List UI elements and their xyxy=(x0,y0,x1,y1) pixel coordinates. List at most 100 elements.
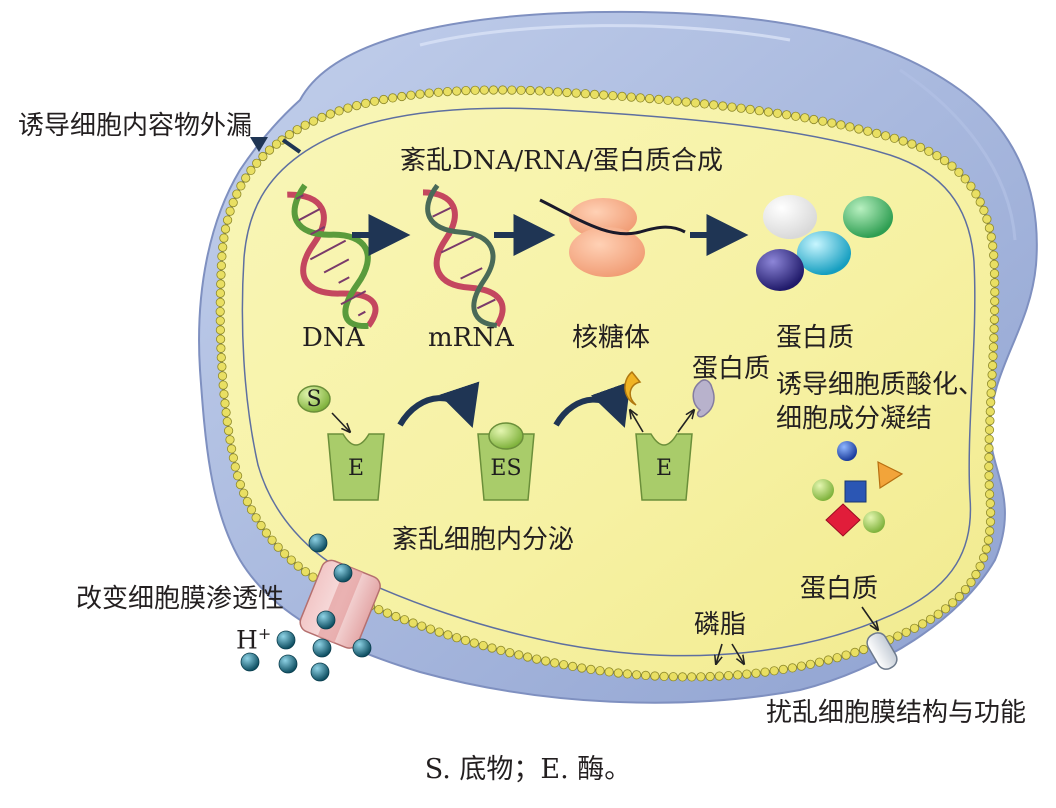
phospholipid-bead xyxy=(221,407,231,418)
phospholipid-bead xyxy=(586,664,596,675)
phospholipid-bead xyxy=(966,181,976,191)
phospholipid-bead xyxy=(800,113,810,123)
phospholipid-bead xyxy=(216,270,226,280)
phospholipid-bead xyxy=(986,232,996,242)
phospholipid-bead xyxy=(399,615,410,625)
enzyme-to-complex-arrow xyxy=(397,381,480,428)
phospholipid-bead xyxy=(216,334,226,344)
ribosome-label: 核糖体 xyxy=(572,323,651,353)
phospholipid-bead xyxy=(714,671,724,681)
phospholipid-bead xyxy=(230,462,240,472)
phospholipid-bead xyxy=(246,165,256,175)
phospholipid-bead xyxy=(487,643,497,653)
phospholipid-bead xyxy=(425,624,436,634)
phospholipid-bead xyxy=(814,657,825,667)
wall-highlight xyxy=(419,24,791,47)
figure-caption: S. 底物；E. 酶。 xyxy=(424,754,632,785)
phospholipid-bead xyxy=(989,324,999,334)
phospholipid-bead xyxy=(635,93,646,103)
phospholipid-bead xyxy=(836,120,846,130)
phospholipid-bead xyxy=(985,498,995,508)
phospholipid-bead xyxy=(932,151,942,161)
phospholipid-bead xyxy=(595,666,605,676)
phospholipid-bead xyxy=(217,362,227,372)
phospholipid-bead xyxy=(488,85,499,95)
phospholipid-bead xyxy=(523,652,533,662)
phospholipid-bead xyxy=(699,99,710,109)
phospholipid-bead xyxy=(988,241,998,251)
synthesis-label: 紊乱DNA/RNA/蛋白质合成 xyxy=(400,146,723,176)
proton-ion xyxy=(276,630,296,650)
phospholipid-bead xyxy=(966,577,976,587)
phospholipid-bead xyxy=(791,111,801,121)
proton-label-base: H xyxy=(236,625,258,655)
phospholipid-bead xyxy=(733,670,743,680)
phospholipid-bead xyxy=(608,91,618,101)
phospholipid-bead xyxy=(907,139,917,149)
phospholipid-bead xyxy=(577,663,587,673)
phospholipid-bead xyxy=(672,96,682,106)
phospholipid-bead xyxy=(219,389,229,399)
phospholipid-bead xyxy=(654,94,664,105)
dna-label: DNA xyxy=(302,323,365,353)
phospholipid-bead xyxy=(989,259,999,269)
phospholipid-bead xyxy=(854,124,864,134)
phospholipid-bead xyxy=(981,544,991,554)
released-enzyme-letter: E xyxy=(655,456,673,481)
phospholipid-bead xyxy=(264,145,275,155)
phospholipid-bead xyxy=(681,97,691,107)
phospholipid-bead xyxy=(544,86,554,96)
phospholipid-bead xyxy=(516,85,526,95)
phospholipid-bead xyxy=(470,85,480,95)
leak-label: 诱导细胞内容物外漏 xyxy=(18,111,253,141)
phospholipid-bead xyxy=(985,526,995,536)
phospholipid-bead xyxy=(975,197,985,207)
phospholipid-bead xyxy=(709,100,719,110)
phospholipid-bead xyxy=(863,126,873,136)
phospholipid-bead xyxy=(696,672,706,682)
phospholipid-bead xyxy=(984,489,995,499)
phospholipid-bead xyxy=(947,161,957,171)
phospholipid-bead xyxy=(239,488,249,498)
phospholipid-bead xyxy=(417,621,427,631)
phospholipid-bead xyxy=(325,109,335,119)
substrate-binding-arrow xyxy=(331,412,350,432)
phospholipid-bead xyxy=(479,85,489,95)
phospholipid-bead xyxy=(525,85,535,96)
mrna-label: mRNA xyxy=(428,323,514,353)
phospholipid-bead xyxy=(252,158,262,168)
phospholipid-bead xyxy=(514,650,524,660)
proton-ion xyxy=(278,654,298,674)
phospholipid-bead xyxy=(841,650,851,660)
phospholipid-bead xyxy=(434,627,444,637)
phospholipid-bead xyxy=(659,671,669,682)
phospholipid-bead xyxy=(271,139,282,149)
phospholipid-bead xyxy=(990,296,1000,306)
complex-letter: ES xyxy=(490,456,522,481)
phospholipid-bead xyxy=(391,611,401,622)
phospholipid-bead xyxy=(589,89,600,100)
phospholipid-bead xyxy=(553,87,563,97)
phospholipid-bead xyxy=(986,397,996,407)
phospholipid-bead xyxy=(985,406,995,417)
phospholipid-bead xyxy=(979,205,989,215)
phospholipid-bead xyxy=(880,131,891,141)
phospholipid-bead xyxy=(568,661,578,672)
phospholipid-bead xyxy=(216,279,226,289)
phospholipid-bead xyxy=(246,505,257,515)
phospholipid-bead xyxy=(754,106,764,116)
phospholipid-bead xyxy=(954,167,964,177)
ribosome-icon xyxy=(539,198,686,277)
phospholipid-label: 磷脂 xyxy=(694,610,747,640)
phospholipid-bead xyxy=(663,95,673,105)
phospholipid-bead xyxy=(388,93,398,103)
leak-arrowhead xyxy=(250,137,268,152)
phospholipid-bead xyxy=(343,103,353,113)
membrane-protein-pointer xyxy=(861,606,878,630)
phospholipid-bead xyxy=(986,388,996,398)
phospholipid-bead xyxy=(772,108,783,118)
phospholipid-bead xyxy=(631,670,642,680)
phospholipid-bead xyxy=(984,461,994,472)
release-arrow-right xyxy=(677,410,694,433)
